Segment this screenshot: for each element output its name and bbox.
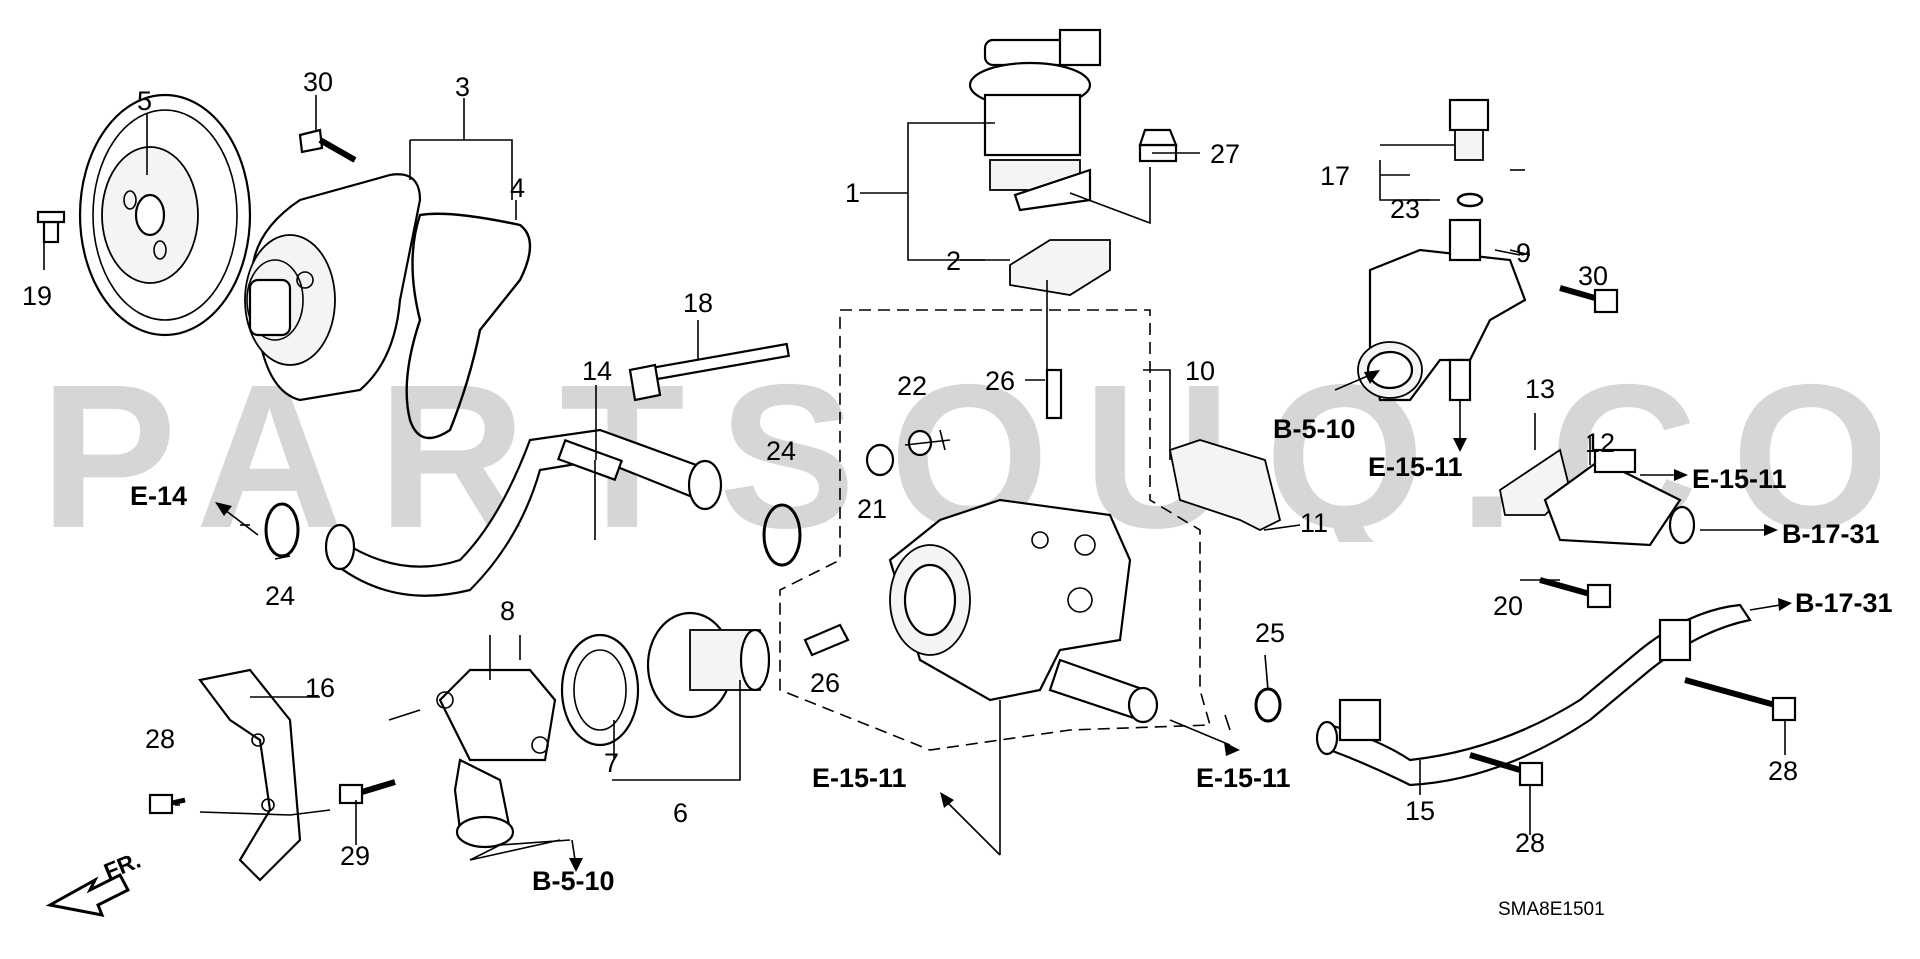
o-ring-25 xyxy=(1254,687,1282,723)
thermostat-seal xyxy=(560,633,640,747)
callout-28-mid: 28 xyxy=(1515,828,1545,858)
callout-4: 4 xyxy=(510,173,525,203)
water-outlet xyxy=(888,498,1159,724)
callout-23: 23 xyxy=(1390,194,1420,224)
water-pump xyxy=(244,173,422,402)
callout-25: 25 xyxy=(1255,618,1285,648)
front-label: FR. xyxy=(100,847,144,885)
callout-29: 29 xyxy=(340,841,370,871)
o-ring-24-right xyxy=(762,503,802,567)
callout-13: 13 xyxy=(1525,374,1555,404)
callout-14: 14 xyxy=(582,356,612,386)
bolt-30-left xyxy=(298,128,357,163)
thermostat xyxy=(646,611,771,719)
ref-b-17-31-upper: B-17-31 xyxy=(1782,519,1880,549)
ref-e-15-11-mid: E-15-11 xyxy=(1196,763,1291,793)
callout-30-right: 30 xyxy=(1578,261,1608,291)
callout-24-left: 24 xyxy=(265,581,295,611)
front-arrow-icon xyxy=(45,873,131,917)
bolt-28-right xyxy=(1684,677,1797,722)
callout-20: 20 xyxy=(1493,591,1523,621)
plug-21 xyxy=(865,443,895,477)
o-ring-24-left xyxy=(264,502,300,558)
callout-11: 11 xyxy=(1300,508,1328,538)
bolt-19 xyxy=(36,210,66,244)
thermostat-cover xyxy=(436,668,557,849)
bracket-16 xyxy=(198,668,302,882)
outlet-gasket xyxy=(1168,439,1282,532)
bolt-20 xyxy=(1539,577,1612,609)
callout-3: 3 xyxy=(455,72,470,102)
pump-gasket xyxy=(405,212,532,440)
nut-27 xyxy=(1138,128,1178,163)
callout-26-top: 26 xyxy=(985,366,1015,396)
callout-1: 1 xyxy=(845,178,860,208)
callout-12: 12 xyxy=(1585,428,1615,458)
callout-numbers: 1 2 3 4 5 6 7 8 9 10 11 12 13 14 15 16 1… xyxy=(22,67,1798,871)
ref-b-5-10-top: B-5-10 xyxy=(1273,414,1356,444)
callout-15: 15 xyxy=(1405,796,1435,826)
callout-21: 21 xyxy=(857,494,887,524)
callout-28-left: 28 xyxy=(145,724,175,754)
bolt-30-right xyxy=(1559,285,1619,314)
callout-26-bottom: 26 xyxy=(810,668,840,698)
ref-b-17-31-lower: B-17-31 xyxy=(1795,588,1893,618)
callout-19: 19 xyxy=(22,281,52,311)
callout-5: 5 xyxy=(137,86,152,116)
bolt-28-mid xyxy=(1469,752,1544,787)
bolt-18 xyxy=(628,342,791,402)
pipe-15 xyxy=(1315,603,1752,787)
temp-sensor-17 xyxy=(1448,98,1490,208)
pipe-12 xyxy=(1543,448,1696,547)
callout-27: 27 xyxy=(1210,139,1240,169)
leader-lines xyxy=(43,95,1786,861)
egr-gasket xyxy=(1009,239,1111,296)
dashed-outline xyxy=(779,309,1212,751)
water-passage-9 xyxy=(1357,218,1527,402)
callout-24-right: 24 xyxy=(766,436,796,466)
ref-e-15-11-upper: E-15-11 xyxy=(1368,452,1463,482)
stud-26-top xyxy=(1045,368,1063,420)
diagram-code: SMA8E1501 xyxy=(1498,899,1605,920)
callout-17: 17 xyxy=(1320,161,1350,191)
callout-28-right: 28 xyxy=(1768,756,1798,786)
ref-e-15-11-left: E-15-11 xyxy=(812,763,907,793)
reference-labels: B-5-10 B-5-10 E-15-11 E-15-11 E-15-11 E-… xyxy=(130,414,1893,896)
callout-10: 10 xyxy=(1185,356,1215,386)
callout-7: 7 xyxy=(604,748,619,778)
callout-9: 9 xyxy=(1516,238,1531,268)
ref-e-15-11-right: E-15-11 xyxy=(1692,464,1787,494)
bolt-29 xyxy=(338,779,396,805)
egr-valve xyxy=(968,28,1102,212)
callout-30-left: 30 xyxy=(303,67,333,97)
reference-arrows xyxy=(215,370,1792,872)
water-pump-pulley xyxy=(78,93,252,337)
callout-18: 18 xyxy=(683,288,713,318)
callout-22: 22 xyxy=(897,371,927,401)
callout-8: 8 xyxy=(500,596,515,626)
bypass-pipe xyxy=(324,428,723,597)
callout-2: 2 xyxy=(946,246,961,276)
bolt-28-left xyxy=(148,793,186,815)
ref-b-5-10-bottom: B-5-10 xyxy=(532,866,615,896)
ref-e-14: E-14 xyxy=(130,481,187,511)
callout-16: 16 xyxy=(305,673,335,703)
callout-6: 6 xyxy=(673,798,688,828)
stud-26-bottom xyxy=(803,623,850,657)
